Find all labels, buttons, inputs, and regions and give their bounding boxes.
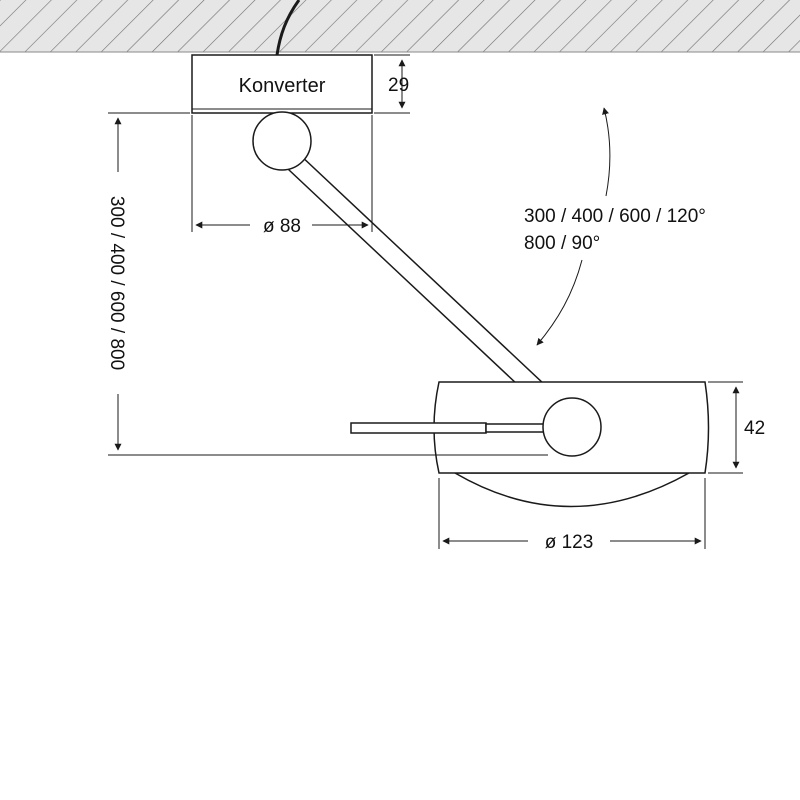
dimension-head-diameter: ø 123 bbox=[438, 478, 706, 553]
lower-joint-ball bbox=[542, 397, 602, 457]
horizontal-rod bbox=[350, 422, 547, 434]
upper-joint-ball bbox=[252, 111, 312, 171]
head-height-label: 42 bbox=[744, 418, 765, 439]
converter-height-label: 29 bbox=[388, 75, 409, 96]
rotation-indicator: 300 / 400 / 600 / 120° 800 / 90° bbox=[524, 107, 706, 346]
base-diameter-label: ø 88 bbox=[263, 216, 301, 237]
arm-length-label: 300 / 400 / 600 / 800 bbox=[106, 196, 127, 370]
ceiling bbox=[0, 0, 800, 53]
dimension-arm-length: 300 / 400 / 600 / 800 bbox=[106, 112, 548, 456]
head-diameter-label: ø 123 bbox=[545, 532, 594, 553]
converter-label: Konverter bbox=[239, 75, 326, 97]
power-cable bbox=[275, 0, 301, 56]
dimension-converter-height: 29 bbox=[374, 54, 410, 114]
lamp-arm bbox=[267, 136, 583, 434]
converter-box: Konverter bbox=[191, 54, 373, 114]
rotation-label-line2: 800 / 90° bbox=[524, 233, 600, 254]
rotation-label-line1: 300 / 400 / 600 / 120° bbox=[524, 206, 706, 227]
dimension-head-height: 42 bbox=[708, 381, 765, 474]
dimension-base-diameter: ø 88 bbox=[191, 115, 373, 237]
